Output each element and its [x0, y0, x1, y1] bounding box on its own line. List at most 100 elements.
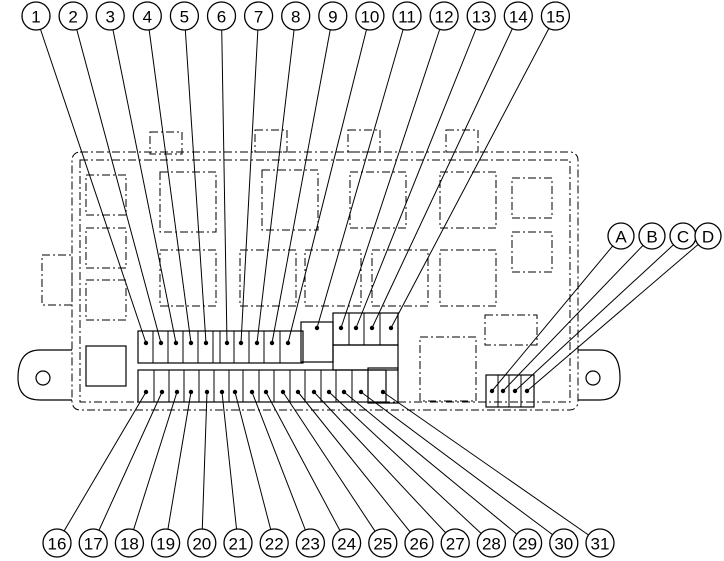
- callout-relay-b: B: [638, 222, 666, 250]
- callout-relay-c-leader: [514, 235, 684, 392]
- callout-18-point: [174, 389, 180, 395]
- callout-30-label: 30: [554, 535, 573, 554]
- callout-6-label: 6: [217, 8, 226, 27]
- callout-11-leader: [316, 15, 408, 329]
- callout-16: 16: [42, 528, 72, 558]
- callout-3-point: [173, 340, 179, 346]
- callout-29-leader: [343, 391, 528, 544]
- callout-relay-d-point: [524, 388, 530, 394]
- callout-20-point: [204, 389, 210, 395]
- callout-19: 19: [150, 528, 181, 558]
- callout-26-point: [295, 389, 301, 395]
- callout-31-label: 31: [591, 535, 610, 554]
- callout-28-leader: [328, 391, 492, 544]
- callout-12-label: 12: [435, 8, 454, 27]
- callout-7: 7: [243, 1, 274, 31]
- callout-27-label: 27: [446, 535, 465, 554]
- callout-15-label: 15: [546, 8, 565, 27]
- callout-relay-a-leader: [491, 235, 622, 392]
- callout-18: 18: [114, 528, 145, 558]
- callout-12: 12: [429, 1, 459, 31]
- callout-13-leader: [355, 15, 482, 329]
- callout-17: 17: [78, 528, 108, 558]
- callout-20-leader: [201, 391, 208, 544]
- callout-29-label: 29: [518, 535, 537, 554]
- callout-22-point: [232, 389, 238, 395]
- callout-9-leader: [271, 15, 334, 344]
- callout-22: 22: [259, 528, 289, 558]
- callout-1-label: 1: [31, 8, 40, 27]
- callout-4-point: [188, 340, 194, 346]
- callout-23-point: [249, 389, 255, 395]
- callout-relay-b-point: [500, 388, 506, 394]
- callout-13-point: [353, 325, 359, 331]
- callout-6: 6: [206, 1, 237, 31]
- callout-23: 23: [295, 528, 326, 558]
- callout-3: 3: [95, 1, 125, 31]
- callout-27-point: [311, 389, 317, 395]
- callout-18-label: 18: [120, 535, 139, 554]
- leader-lines: [35, 15, 709, 544]
- callout-13: 13: [466, 1, 496, 31]
- callout-relay-d-leader: [526, 235, 709, 392]
- callout-21-label: 21: [229, 535, 248, 554]
- callout-23-leader: [251, 391, 311, 544]
- callout-14: 14: [503, 1, 533, 31]
- callout-3-label: 3: [105, 8, 114, 27]
- callout-11: 11: [392, 1, 422, 31]
- callout-29: 29: [512, 528, 543, 558]
- callout-21-point: [219, 389, 225, 395]
- callout-2: 2: [58, 1, 88, 31]
- callout-11-point: [314, 325, 320, 331]
- callout-14-label: 14: [509, 8, 528, 27]
- callout-10: 10: [355, 1, 385, 31]
- callout-30: 30: [549, 528, 579, 558]
- callout-14-leader: [371, 15, 519, 329]
- callout-28-label: 28: [482, 535, 501, 554]
- callout-relay-b-label: B: [646, 228, 657, 247]
- callout-8: 8: [281, 1, 311, 31]
- callout-19-label: 19: [156, 535, 175, 554]
- callout-25-label: 25: [373, 535, 392, 554]
- callout-2-leader: [72, 15, 162, 344]
- callout-24-leader: [265, 391, 348, 544]
- callout-2-point: [158, 340, 164, 346]
- callout-19-point: [188, 389, 194, 395]
- callout-5-label: 5: [180, 8, 189, 27]
- callout-6-point: [224, 340, 230, 346]
- callout-26-leader: [297, 391, 420, 544]
- callout-18-leader: [128, 391, 178, 544]
- callout-31-leader: [382, 391, 601, 544]
- callout-24-point: [263, 389, 269, 395]
- callout-21-leader: [221, 391, 239, 544]
- callout-20: 20: [187, 528, 217, 558]
- callout-31-point: [380, 389, 386, 395]
- callout-1: 1: [21, 1, 51, 31]
- callout-9-label: 9: [328, 8, 337, 27]
- callout-8-label: 8: [291, 8, 300, 27]
- callout-22-label: 22: [265, 535, 284, 554]
- callout-10-point: [285, 340, 291, 346]
- callout-16-label: 16: [48, 535, 67, 554]
- callout-relay-b-leader: [502, 235, 653, 392]
- callout-relay-c: C: [669, 222, 697, 250]
- callout-5-point: [203, 340, 209, 346]
- callout-5: 5: [169, 1, 200, 31]
- callout-24: 24: [331, 528, 362, 558]
- callout-16-point: [143, 389, 149, 395]
- callout-relay-a-label: A: [615, 228, 627, 247]
- callout-26: 26: [404, 528, 434, 558]
- callout-relay-c-label: C: [677, 228, 689, 247]
- callout-24-label: 24: [337, 535, 356, 554]
- callout-3-leader: [109, 15, 177, 344]
- callout-27: 27: [440, 528, 470, 558]
- callout-31: 31: [585, 528, 615, 558]
- callout-12-point: [338, 325, 344, 331]
- callout-7-label: 7: [254, 8, 263, 27]
- callout-relay-d: D: [694, 222, 722, 250]
- callout-16-leader: [56, 391, 147, 544]
- callout-17-point: [159, 389, 165, 395]
